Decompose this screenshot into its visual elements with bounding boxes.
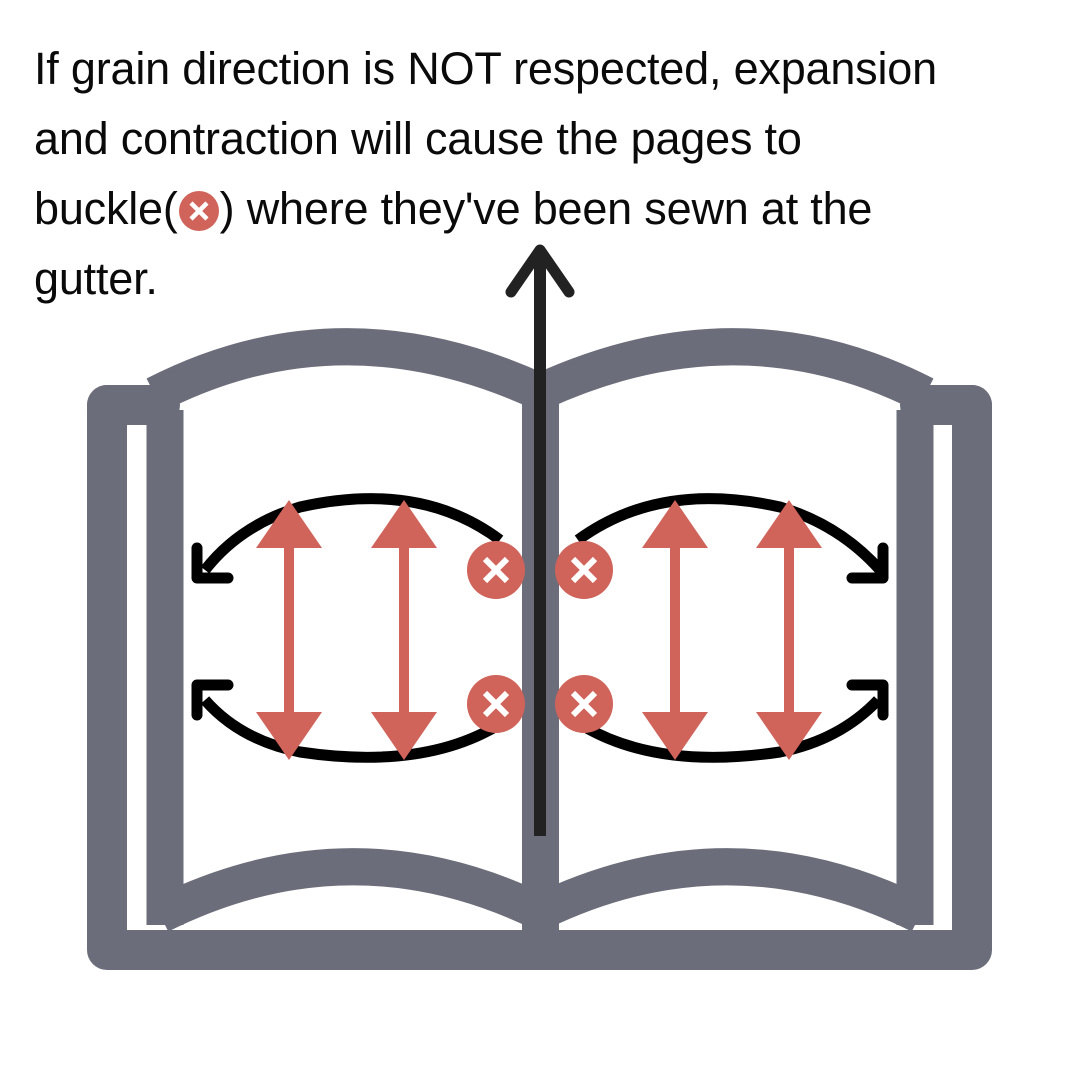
caption-text: If grain direction is NOT respected, exp… — [34, 34, 1064, 314]
up-arrow-icon — [505, 244, 575, 836]
curved-arrow-icon — [574, 493, 889, 763]
curved-arrow-icon — [191, 493, 504, 763]
caption-line-3-end: ) where they've been sewn at the — [219, 183, 873, 234]
caption-line-2: and contraction will cause the pages to — [34, 113, 802, 164]
caption-line-3-start: buckle( — [34, 183, 178, 234]
caption-line-4: gutter. — [34, 253, 158, 304]
double-headed-vertical-arrow-icon — [256, 500, 822, 760]
caption-line-1: If grain direction is NOT respected, exp… — [34, 43, 937, 94]
x-in-circle-icon — [178, 191, 219, 231]
